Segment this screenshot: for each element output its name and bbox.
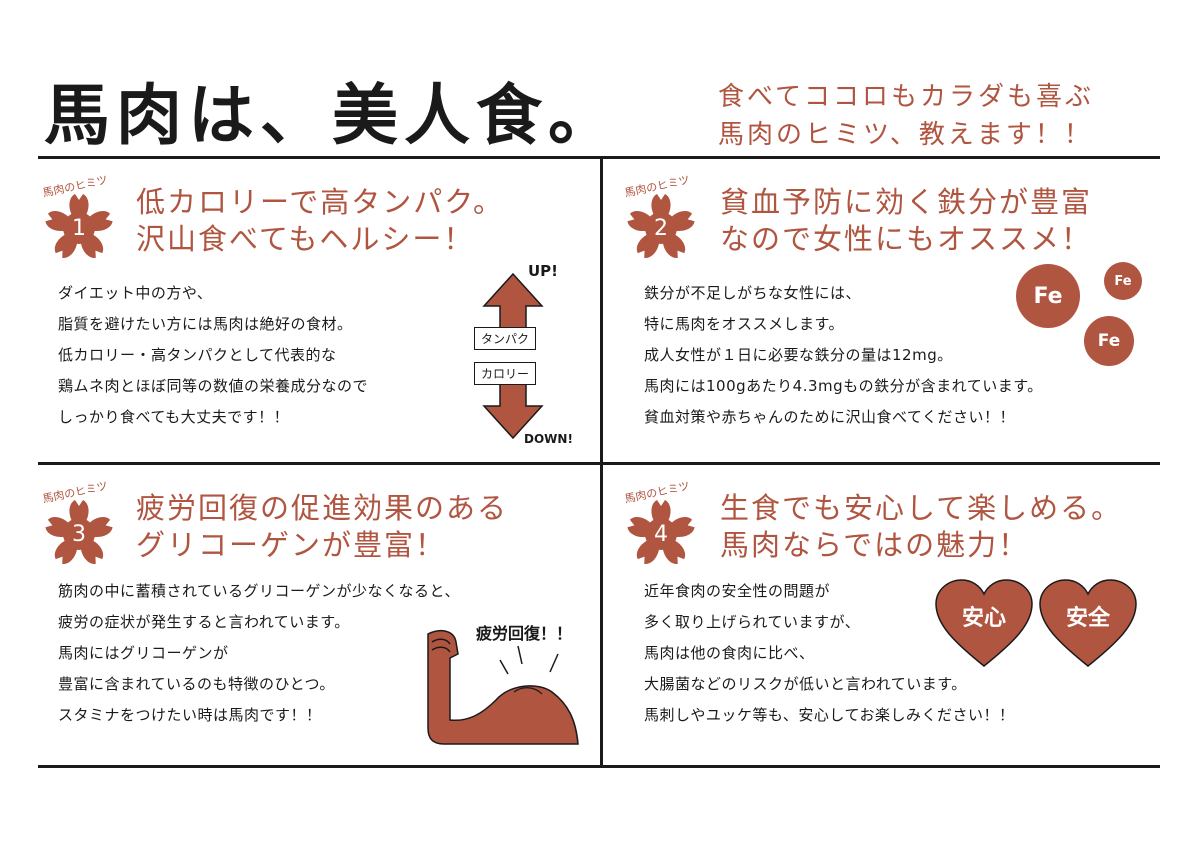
- body-line: 疲労の症状が発生すると言われています。: [58, 613, 350, 631]
- body-line: 低カロリー・高タンパクとして代表的な: [58, 346, 337, 364]
- heading-line-1: 貧血予防に効く鉄分が豊富: [720, 185, 1093, 219]
- down-label: DOWN!: [524, 432, 573, 446]
- safety-heart-label: 安全: [1065, 606, 1110, 631]
- body-line: 大腸菌などのリスクが低いと言われています。: [644, 675, 967, 693]
- heading-line-2: 沢山食べてもヘルシー！: [136, 222, 475, 256]
- body-line: しっかり食べても大丈夫です！！: [58, 408, 290, 426]
- subtitle-line-1: 食べてココロもカラダも喜ぶ: [718, 82, 1094, 112]
- body-line: 近年食肉の安全性の問題が: [644, 582, 831, 600]
- section-body: 鉄分が不足しがちな女性には、 特に馬肉をオススメします。 成人女性が１日に必要な…: [644, 278, 1043, 433]
- body-line: 鉄分が不足しがちな女性には、: [644, 284, 862, 302]
- divider-bottom: [38, 765, 1160, 768]
- subtitle-line-2: 馬肉のヒミツ、教えます！！: [718, 120, 1093, 150]
- heading-line-1: 低カロリーで高タンパク。: [136, 185, 504, 219]
- body-line: 馬肉にはグリコーゲンが: [58, 644, 229, 662]
- heart-icon: [1039, 579, 1137, 667]
- body-line: 馬肉は他の食肉に比べ、: [644, 644, 815, 662]
- body-line: 馬肉には100gあたり4.3mgもの鉄分が含まれています。: [644, 377, 1043, 395]
- page-subtitle: 食べてココロもカラダも喜ぶ 馬肉のヒミツ、教えます！！: [718, 78, 1178, 154]
- page-title: 馬肉は、美人食。: [44, 76, 620, 154]
- iron-bubble-medium: Fe: [1084, 316, 1134, 366]
- sakura-badge-icon: 1: [43, 194, 115, 262]
- section-body: ダイエット中の方や、 脂質を避けたい方には馬肉は絶好の食材。 低カロリー・高タン…: [58, 278, 368, 433]
- body-line: 貧血対策や赤ちゃんのために沢山食べてください！！: [644, 408, 1015, 426]
- heading-line-2: 馬肉ならではの魅力！: [720, 528, 1030, 562]
- section-number: 2: [654, 216, 668, 241]
- up-label: UP!: [528, 262, 559, 280]
- heading-line-1: 疲労回復の促進効果のある: [136, 491, 509, 525]
- section-heading: 疲労回復の促進効果のある グリコーゲンが豊富！: [136, 490, 508, 564]
- sakura-badge-icon: 4: [625, 500, 697, 568]
- body-line: 成人女性が１日に必要な鉄分の量は12mg。: [644, 346, 953, 364]
- section-heading: 生食でも安心して楽しめる。 馬肉ならではの魅力！: [720, 490, 1122, 564]
- section-body: 近年食肉の安全性の問題が 多く取り上げられていますが、 馬肉は他の食肉に比べ、 …: [644, 576, 1015, 731]
- divider-top: [38, 156, 1160, 159]
- section-number: 4: [654, 522, 668, 547]
- heart-icon: [935, 579, 1033, 667]
- body-line: 多く取り上げられていますが、: [644, 613, 861, 631]
- iron-bubble-small: Fe: [1104, 262, 1142, 300]
- body-line: 鶏ムネ肉とほぼ同等の数値の栄養成分なので: [58, 377, 369, 395]
- protein-tag: タンパク: [474, 327, 537, 350]
- section-body: 筋肉の中に蓄積されているグリコーゲンが少なくなると、 疲労の症状が発生すると言わ…: [58, 576, 460, 731]
- section-number: 1: [72, 216, 86, 241]
- body-line: 脂質を避けたい方には馬肉は絶好の食材。: [58, 315, 353, 333]
- calorie-tag: カロリー: [474, 362, 537, 385]
- relief-heart-label: 安心: [961, 606, 1006, 631]
- body-line: ダイエット中の方や、: [58, 284, 213, 302]
- divider-vertical: [600, 156, 603, 768]
- body-line: 馬刺しやユッケ等も、安心してお楽しみください！！: [644, 706, 1015, 724]
- section-number: 3: [72, 522, 86, 547]
- heading-line-1: 生食でも安心して楽しめる。: [720, 491, 1123, 525]
- heading-line-2: なので女性にもオススメ！: [720, 222, 1093, 256]
- flexed-arm-icon: [427, 629, 579, 745]
- recovery-label: 疲労回復！！: [476, 624, 573, 643]
- sakura-badge-icon: 2: [625, 194, 697, 262]
- section-heading: 低カロリーで高タンパク。 沢山食べてもヘルシー！: [136, 184, 504, 258]
- sakura-badge-icon: 3: [43, 500, 115, 568]
- heading-line-2: グリコーゲンが豊富！: [136, 528, 447, 562]
- body-line: 豊富に含まれているのも特徴のひとつ。: [58, 675, 335, 693]
- iron-bubble-large: Fe: [1016, 264, 1080, 328]
- body-line: スタミナをつけたい時は馬肉です！！: [58, 706, 322, 724]
- body-line: 特に馬肉をオススメします。: [644, 315, 845, 333]
- divider-middle: [38, 462, 1160, 465]
- body-line: 筋肉の中に蓄積されているグリコーゲンが少なくなると、: [58, 582, 460, 600]
- up-down-arrows-icon: [482, 272, 544, 440]
- section-heading: 貧血予防に効く鉄分が豊富 なので女性にもオススメ！: [720, 184, 1092, 258]
